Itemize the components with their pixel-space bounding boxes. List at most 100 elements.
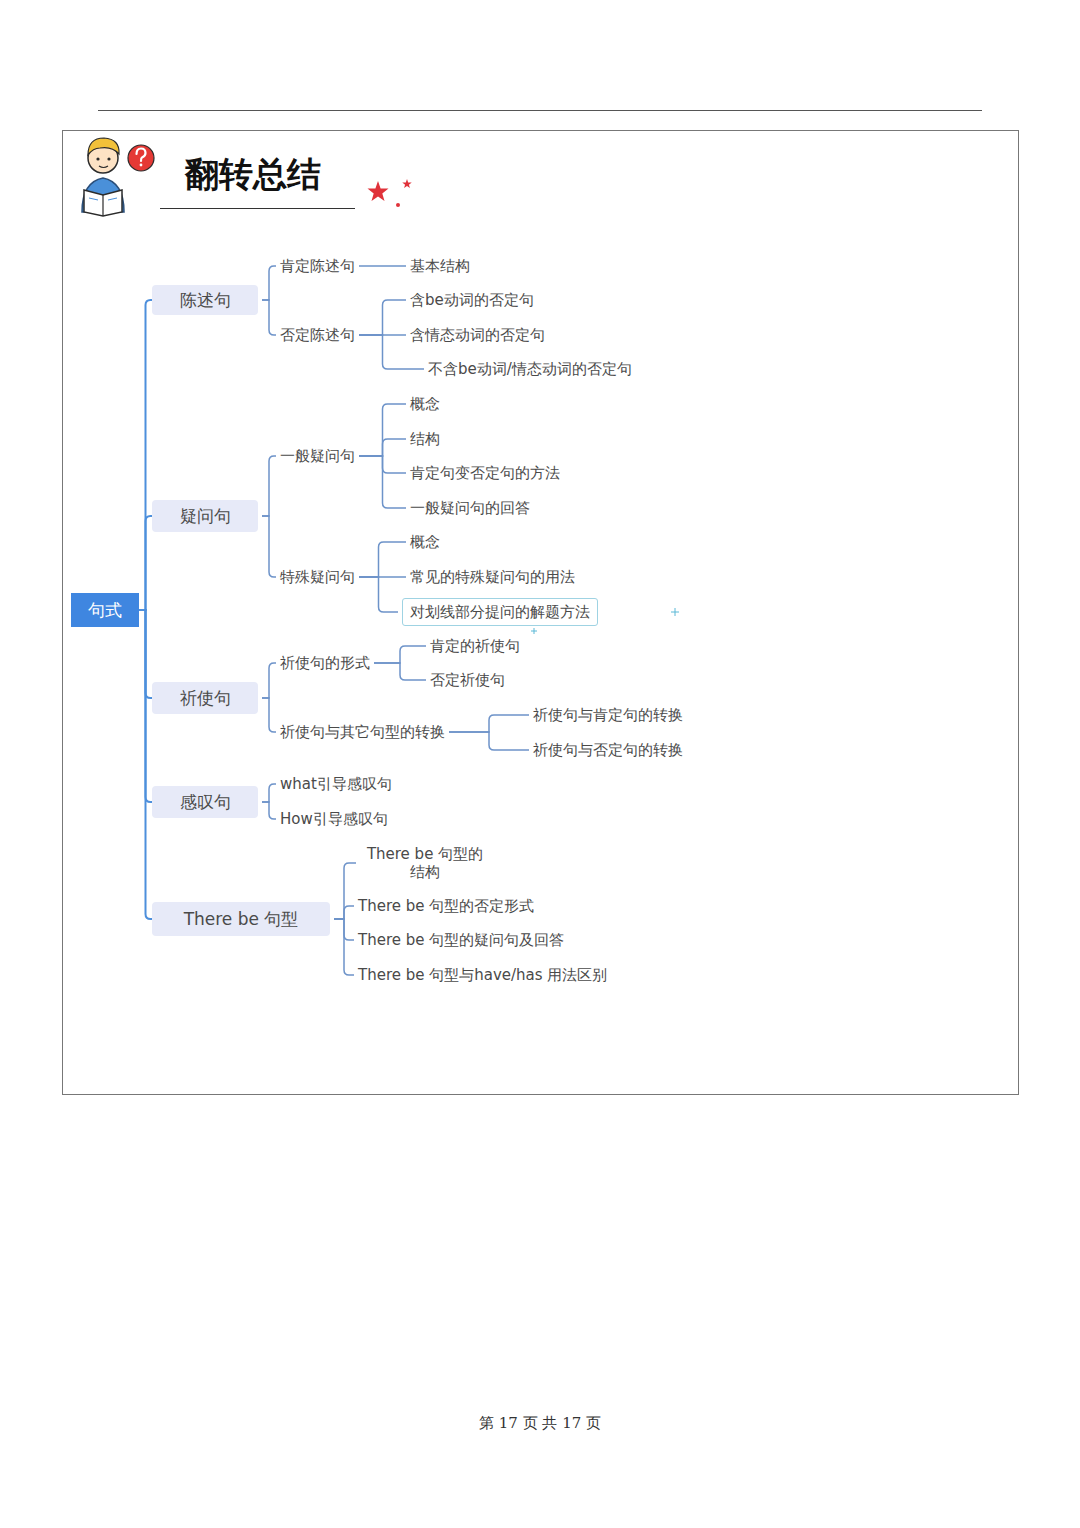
topic-text: 一般疑问句的回答 [410, 499, 530, 517]
star-small [402, 179, 411, 188]
branch-connector [359, 439, 406, 456]
branch-connector [359, 542, 406, 577]
reader-illustration [82, 138, 154, 216]
star-dot [396, 203, 400, 207]
subtopic: 不含be动词/情态动词的否定句 [428, 357, 632, 381]
topic-text: How引导感叹句 [280, 810, 388, 828]
topic-text: 否定祈使句 [430, 671, 505, 689]
question-bubble [128, 145, 154, 171]
topic-text: 肯定的祈使句 [430, 637, 520, 655]
topic-text: There be 句型的疑问句及回答 [358, 931, 564, 949]
question-mark [137, 149, 146, 162]
branch-topic: 疑问句 [152, 500, 258, 532]
topic-text: 结构 [410, 430, 440, 448]
subtopic: what引导感叹句 [280, 772, 392, 796]
selected-subtopic: 对划线部分提问的解题方法 [402, 598, 598, 626]
subtopic: 祈使句与肯定句的转换 [533, 703, 683, 727]
topic-text: 肯定陈述句 [280, 257, 355, 275]
branch-connector [359, 404, 406, 456]
subtopic: 一般疑问句 [280, 444, 355, 468]
branch-connector [449, 732, 529, 750]
topic-text: 含be动词的否定句 [410, 291, 534, 309]
subtopic: 结构 [410, 427, 440, 451]
topic-text: 对划线部分提问的解题方法 [410, 603, 590, 621]
topic-text: There be 句型 [184, 908, 299, 931]
topic-text: 祈使句与肯定句的转换 [533, 706, 683, 724]
eye [107, 157, 110, 160]
subtopic: 概念 [410, 392, 440, 416]
header-rule [98, 110, 982, 111]
book-line [89, 198, 98, 200]
mouth [99, 166, 108, 168]
topic-text: 特殊疑问句 [280, 568, 355, 586]
branch-connector [262, 456, 276, 516]
subtopic: 肯定陈述句 [280, 254, 355, 278]
subtopic: 概念 [410, 530, 440, 554]
page-number: 第 17 页 共 17 页 [0, 1414, 1080, 1433]
subtopic: 常见的特殊疑问句的用法 [410, 565, 575, 589]
branch-connector [262, 663, 276, 698]
branch-connector [374, 663, 426, 680]
topic-text: 不含be动词/情态动词的否定句 [428, 360, 632, 378]
subtopic: 基本结构 [410, 254, 470, 278]
subtopic: 特殊疑问句 [280, 565, 355, 589]
subtopic: 否定祈使句 [430, 668, 505, 692]
branch-connector [334, 906, 354, 919]
branch-topic: 感叹句 [152, 786, 258, 818]
subtopic: 一般疑问句的回答 [410, 496, 530, 520]
subtopic: There be 句型的疑问句及回答 [358, 928, 564, 952]
branch-connector [359, 300, 406, 335]
subtopic: 祈使句与否定句的转换 [533, 738, 683, 762]
topic-text: 否定陈述句 [280, 326, 355, 344]
branch-topic: 祈使句 [152, 682, 258, 714]
topic-text: 感叹句 [180, 791, 231, 814]
branch-topic: 陈述句 [152, 285, 258, 315]
branch-connector [139, 516, 152, 610]
branch-connector [262, 266, 276, 300]
branch-connector [359, 456, 406, 508]
subtopic: 肯定的祈使句 [430, 634, 520, 658]
topic-text: There be 句型与have/has 用法区别 [358, 966, 607, 984]
hair [88, 138, 119, 155]
branch-connector [374, 646, 426, 663]
book-spine [102, 195, 103, 216]
branch-topic: There be 句型 [152, 902, 330, 936]
book-line [108, 198, 117, 200]
branch-connector [334, 863, 356, 919]
branch-connector [139, 610, 152, 919]
question-dot [140, 164, 143, 167]
topic-text: There be 句型的 结构 [367, 845, 483, 881]
subtopic: There be 句型的 结构 [360, 845, 490, 881]
subtopic: 含be动词的否定句 [410, 288, 534, 312]
branch-connector [359, 265, 406, 267]
topic-text: 祈使句与其它句型的转换 [280, 723, 445, 741]
title-underline [160, 208, 355, 209]
branch-connector [262, 698, 276, 732]
branch-connector [262, 784, 276, 802]
topic-text: 含情态动词的否定句 [410, 326, 545, 344]
topic-text: what引导感叹句 [280, 775, 392, 793]
topic-text: 祈使句的形式 [280, 654, 370, 672]
topic-text: 肯定句变否定句的方法 [410, 464, 560, 482]
root-topic: 句式 [71, 593, 139, 627]
topic-text: 常见的特殊疑问句的用法 [410, 568, 575, 586]
topic-text: 概念 [410, 533, 440, 551]
topic-text: There be 句型的否定形式 [358, 897, 534, 915]
subtopic: 祈使句与其它句型的转换 [280, 720, 445, 744]
eye [96, 157, 99, 160]
branch-connector [334, 919, 354, 975]
topic-text: 基本结构 [410, 257, 470, 275]
book [84, 190, 122, 216]
subtopic: 否定陈述句 [280, 323, 355, 347]
topic-text: 疑问句 [180, 505, 231, 528]
branch-connector [262, 516, 276, 577]
topic-text: 祈使句与否定句的转换 [533, 741, 683, 759]
branch-connector [449, 715, 529, 732]
title: 翻转总结 [185, 152, 321, 198]
topic-text: 祈使句 [180, 687, 231, 710]
topic-text: 句式 [88, 599, 122, 622]
branch-connector [262, 300, 276, 335]
branch-connector [262, 802, 276, 819]
